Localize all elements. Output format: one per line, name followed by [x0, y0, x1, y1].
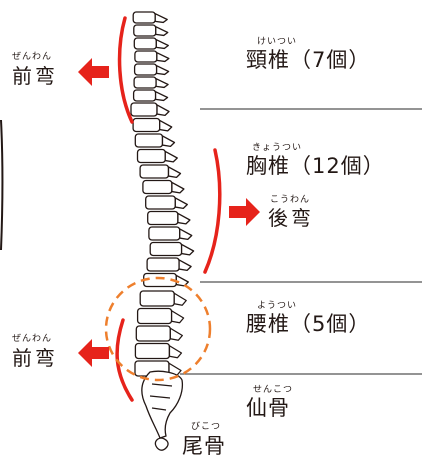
- coccyx-furigana: びこつ: [191, 423, 221, 432]
- lumbar-label: 腰椎（5個）: [246, 314, 370, 335]
- thoracic-vertebra: [150, 243, 181, 256]
- thoracic-arc: [205, 150, 220, 272]
- spinous-process: [157, 66, 169, 75]
- lumbar-arc: [117, 320, 132, 400]
- cervical-furigana: けいつい: [257, 38, 297, 47]
- spinous-process: [170, 328, 182, 340]
- red-left-arrow-icon: [78, 58, 109, 86]
- spinous-process: [172, 311, 184, 323]
- lumbar-vertebra: [138, 309, 172, 324]
- spinous-process: [155, 14, 167, 23]
- spinous-process: [157, 105, 169, 115]
- coccyx-label: 尾骨: [182, 436, 226, 457]
- cervical-vertebra: [135, 64, 157, 75]
- spinous-process: [174, 293, 186, 305]
- cervical-vertebra: [134, 77, 156, 88]
- spinous-process: [157, 53, 169, 62]
- lumbar-vertebra: [135, 344, 169, 359]
- cervical-vertebra: [135, 51, 157, 62]
- cervical-vertebra: [133, 12, 155, 23]
- lumbar-vertebra: [136, 326, 170, 341]
- thoracic-vertebra: [138, 150, 166, 163]
- spinous-process: [156, 27, 168, 36]
- spinous-process: [169, 346, 181, 358]
- lumbar-curve-furigana: ぜんわん: [12, 335, 52, 344]
- thoracic-vertebra: [143, 181, 172, 194]
- spinous-process: [160, 120, 172, 130]
- thoracic-furigana: きょうつい: [252, 144, 302, 153]
- sacrum-shape: [142, 371, 182, 438]
- sacrum-label: 仙骨: [246, 398, 290, 419]
- cervical-arc: [120, 18, 132, 122]
- spinous-process: [172, 182, 184, 192]
- spinous-process: [175, 198, 187, 208]
- thoracic-vertebra: [147, 258, 179, 271]
- coccyx-shape: [155, 438, 168, 450]
- cervical-vertebra: [134, 38, 156, 49]
- thoracic-vertebra: [149, 227, 180, 240]
- thoracic-vertebra: [148, 212, 178, 225]
- left-edge-line: [1, 120, 3, 250]
- red-right-arrow-icon: [229, 198, 260, 226]
- cervical-curve-label: 前弯: [12, 66, 58, 86]
- sacrum-furigana: せんこつ: [253, 386, 293, 395]
- cervical-label: 頸椎（7個）: [246, 50, 370, 71]
- spinous-process: [179, 260, 191, 270]
- spine-illustration: [131, 12, 194, 450]
- spinous-process: [165, 151, 177, 161]
- thoracic-label: 胸椎（12個）: [246, 156, 385, 177]
- lumbar-vertebra: [140, 291, 174, 306]
- spinous-process: [162, 136, 174, 146]
- thoracic-vertebra: [135, 134, 162, 147]
- spinous-process: [156, 40, 168, 49]
- thoracic-vertebra: [131, 103, 157, 116]
- cervical-vertebra: [134, 25, 156, 36]
- thoracic-vertebra: [140, 165, 168, 178]
- thoracic-curve-label: 後弯: [268, 208, 314, 228]
- lumbar-curve-label: 前弯: [12, 348, 58, 368]
- spinous-process: [169, 167, 181, 177]
- spinous-process: [180, 229, 192, 239]
- spinous-process: [182, 244, 194, 254]
- thoracic-curve-furigana: こうわん: [270, 196, 310, 205]
- spinous-process: [178, 213, 190, 223]
- lumbar-furigana: ようつい: [257, 302, 297, 311]
- red-left-arrow-icon: [78, 339, 109, 367]
- thoracic-vertebra: [133, 119, 160, 132]
- cervical-vertebra: [134, 90, 156, 101]
- spinous-process: [156, 92, 168, 101]
- cervical-curve-furigana: ぜんわん: [12, 53, 52, 62]
- spinous-process: [156, 79, 168, 88]
- thoracic-vertebra: [146, 196, 176, 209]
